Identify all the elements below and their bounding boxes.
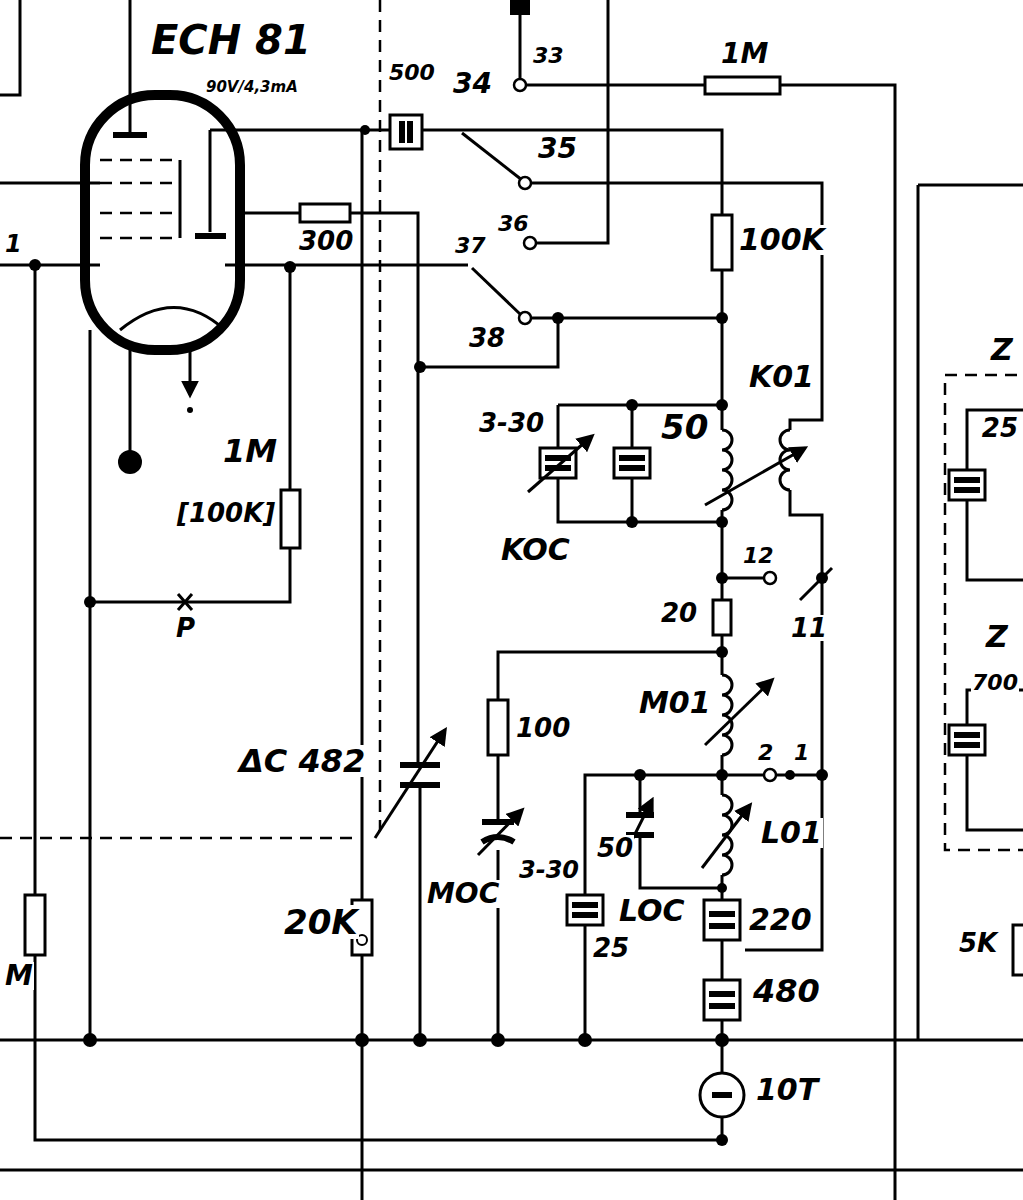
component-label: 2 — [757, 742, 774, 764]
component-label: K01 — [748, 362, 815, 392]
coil-symbols — [702, 430, 805, 875]
component-label: 1 — [4, 232, 23, 256]
component-label: 3-30 — [518, 858, 580, 882]
contacts-and-misc — [118, 79, 776, 1117]
component-label: 36 — [497, 213, 530, 235]
component-label: P — [175, 615, 196, 641]
component-label: KOC — [500, 535, 571, 565]
component-label: 1M — [720, 40, 769, 68]
component-label: 33 — [532, 45, 565, 67]
component-label: 1 — [793, 742, 810, 764]
component-label: 700 — [971, 672, 1019, 694]
component-label: 1M — [222, 435, 278, 467]
component-label: [100K] — [176, 500, 276, 526]
component-label: 34 — [452, 70, 493, 98]
capacitor-symbols — [375, 115, 985, 1020]
component-label: ECH 81 — [150, 20, 312, 60]
component-label: 50 — [660, 410, 709, 444]
component-label: 100K — [738, 225, 826, 255]
component-label: 11 — [790, 615, 828, 641]
component-label: MOC — [426, 880, 500, 908]
component-label: M — [4, 962, 34, 990]
component-label: 20K — [283, 905, 359, 939]
component-label: Z — [990, 335, 1014, 365]
component-label: 3-30 — [478, 410, 545, 436]
resistor-symbols — [25, 0, 1023, 975]
component-label: 50 — [596, 835, 634, 861]
component-label: 25 — [981, 415, 1019, 441]
junction-dots — [29, 125, 828, 1146]
component-label: ΔC 482 — [238, 745, 366, 777]
component-label: 25 — [592, 935, 630, 961]
component-label: 480 — [752, 975, 821, 1007]
tube-envelope — [85, 95, 240, 350]
tube-electrodes — [0, 0, 390, 330]
component-label: 5K — [958, 930, 998, 956]
component-label: 12 — [742, 545, 775, 567]
component-label: 10T — [755, 1075, 819, 1105]
component-label: M01 — [638, 688, 712, 718]
component-label: 500 — [388, 62, 436, 84]
component-label: 100 — [515, 715, 571, 741]
component-label: 20 — [660, 600, 698, 626]
component-label: 300 — [298, 228, 354, 254]
component-label: 35 — [537, 135, 578, 163]
component-label: Z — [985, 622, 1009, 652]
component-label: 37 — [454, 235, 487, 257]
component-label: L01 — [760, 818, 823, 848]
component-label: LOC — [618, 896, 686, 926]
component-label: 220 — [748, 905, 813, 935]
component-label: 38 — [468, 325, 506, 351]
component-label: 90V/4,3mA — [205, 80, 299, 95]
